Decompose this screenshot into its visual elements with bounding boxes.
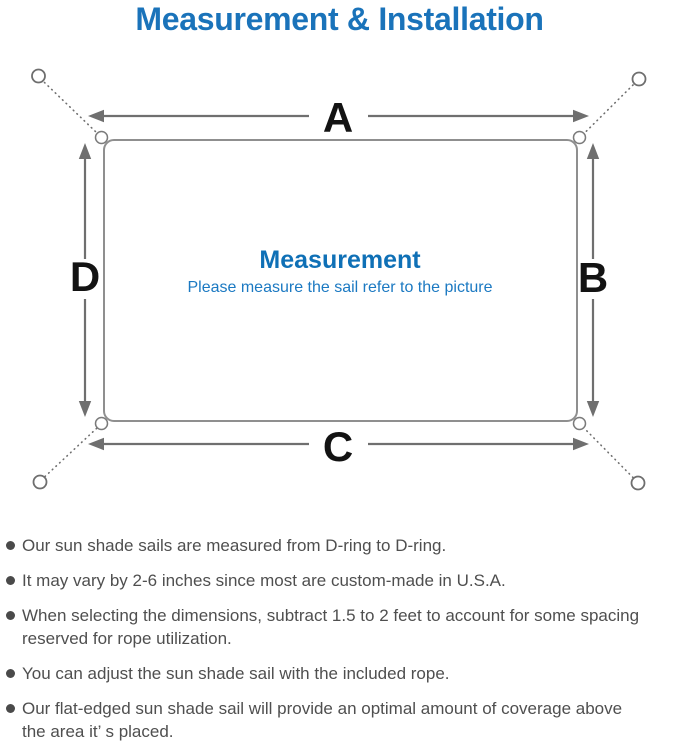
list-item: Our flat-edged sun shade sail will provi… [5,697,673,743]
rope-dashed-line [583,84,634,135]
bullet-icon [6,611,15,620]
anchor-ring-icon [630,475,646,491]
list-item: You can adjust the sun shade sail with t… [5,662,673,685]
note-line: the area it’ s placed. [22,722,174,741]
dimension-label-d: D [70,253,100,300]
dimension-label-c: C [323,423,353,470]
corner-tab-icon [572,130,587,145]
anchor-ring-icon [32,474,48,490]
arrow-head-right-icon [573,109,589,123]
arrow-head-down-icon [586,401,600,417]
arrow-head-down-icon [78,401,92,417]
diagram-center-title: Measurement [259,246,421,274]
arrow-head-left-icon [88,437,104,451]
anchor-ring-icon [31,68,46,84]
bullet-icon [6,704,15,713]
arrow-head-up-icon [586,143,600,159]
bullet-icon [6,576,15,585]
list-item: Our sun shade sails are measured from D-… [5,534,673,557]
dimension-label-a: A [323,94,353,141]
corner-tab-icon [94,130,109,145]
dimension-arrow-a: A [88,94,589,141]
notes-list: Our sun shade sails are measured from D-… [5,534,673,755]
rope-dashed-line [44,427,98,478]
anchor-ring-icon [631,71,647,87]
list-item: It may vary by 2-6 inches since most are… [5,569,673,592]
note-line: It may vary by 2-6 inches since most are… [22,571,506,590]
arrow-head-up-icon [78,143,92,159]
bullet-icon [6,669,15,678]
sail-outline [103,139,578,422]
rope-dashed-line [583,427,634,479]
note-line: reserved for rope utilization. [22,629,232,648]
corner-tab-icon [94,416,109,431]
arrow-head-right-icon [573,437,589,451]
note-line: Our flat-edged sun shade sail will provi… [22,699,623,718]
rope-dashed-line [43,81,98,134]
dimension-arrow-c: C [88,423,589,470]
note-line: When selecting the dimensions, subtract … [22,606,640,625]
note-line: Our sun shade sails are measured from D-… [22,536,447,555]
dimension-arrow-b: B [578,143,608,417]
diagram-center-subtitle: Please measure the sail refer to the pic… [187,279,492,296]
bullet-icon [6,541,15,550]
corner-tab-icon [572,416,587,431]
dimension-arrow-d: D [70,143,100,417]
measurement-diagram: A C D B Measurement Please measure the s… [31,68,647,491]
list-item: When selecting the dimensions, subtract … [5,604,673,650]
page-title: Measurement & Installation [135,1,544,37]
arrow-head-left-icon [88,109,104,123]
note-line: You can adjust the sun shade sail with t… [22,664,450,683]
dimension-label-b: B [578,254,608,301]
